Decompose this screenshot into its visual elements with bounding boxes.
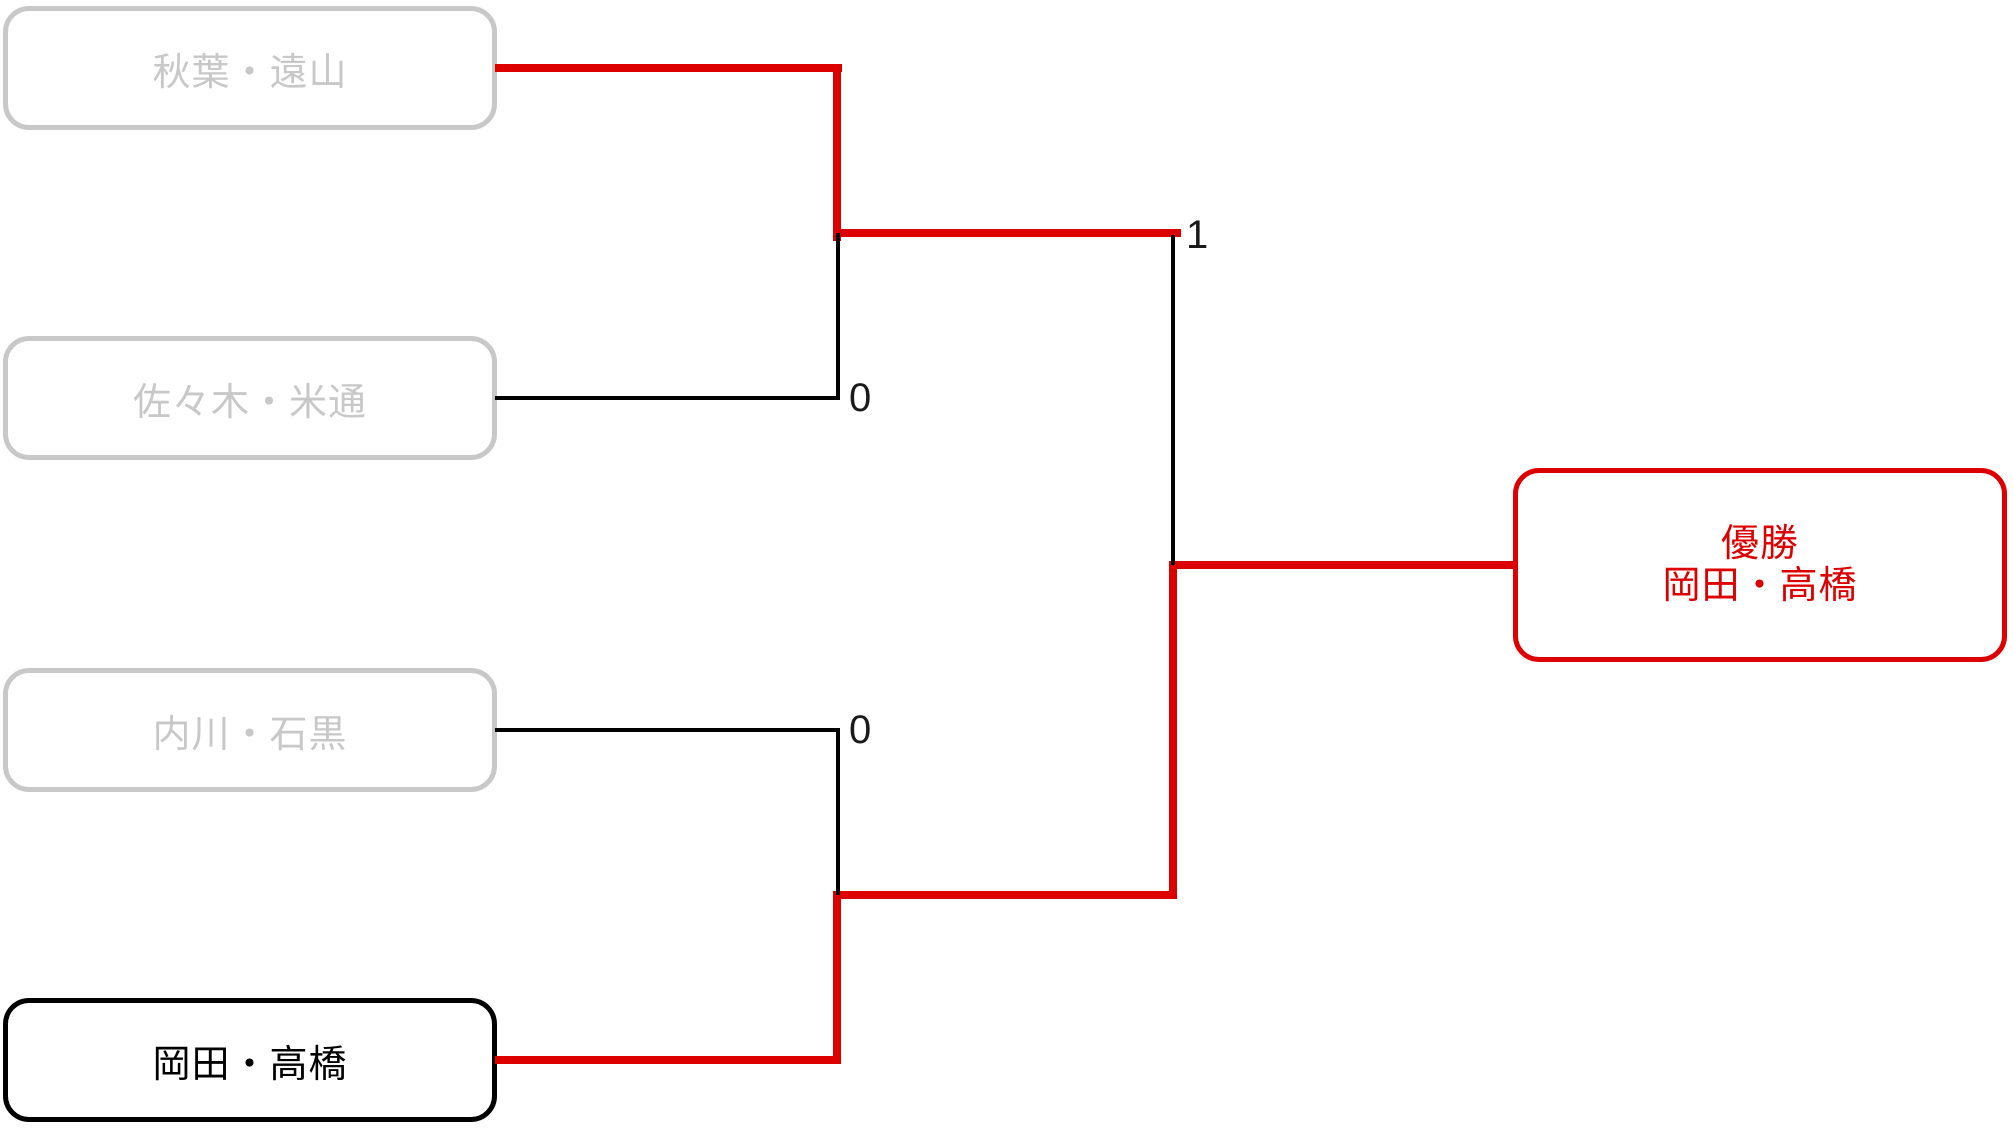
team-box-sasaki-yonemichi[interactable]: 佐々木・米通 — [3, 336, 497, 460]
connector-semi1-winner-drop-line — [833, 64, 841, 241]
champion-box[interactable]: 優勝 岡田・高橋 — [1513, 468, 2007, 662]
score-semifinal1-bottom: 0 — [849, 376, 872, 420]
connector-final-loser-drop-line — [1171, 235, 1175, 565]
team-box-akiba-toyama[interactable]: 秋葉・遠山 — [3, 6, 497, 130]
team-name: 佐々木・米通 — [132, 381, 367, 424]
connector-final-winner-rise-line — [1169, 561, 1177, 899]
team-name: 秋葉・遠山 — [152, 51, 348, 94]
connector-semi2-bottom-out-line — [495, 1056, 841, 1064]
score-final-top: 1 — [1186, 213, 1209, 257]
connector-semi1-loser-rise-line — [836, 233, 840, 400]
team-box-uchikawa-ishiguro[interactable]: 内川・石黒 — [3, 668, 497, 792]
connector-semi1-top-out-line — [495, 64, 842, 72]
connector-champion-line — [1169, 561, 1517, 569]
connector-semi1-bottom-out-line — [495, 396, 840, 400]
connector-semi2-loser-drop-line — [836, 730, 840, 895]
connector-semi1-winner-out-line — [833, 229, 1181, 237]
connector-semi2-winner-out-line — [833, 891, 1177, 899]
team-name: 内川・石黒 — [152, 713, 348, 756]
connector-semi2-winner-rise-line — [833, 891, 841, 1064]
team-name: 岡田・高橋 — [152, 1043, 348, 1086]
champion-label: 優勝 — [1720, 523, 1799, 565]
score-semifinal2-top: 0 — [849, 708, 872, 752]
champion-name: 岡田・高橋 — [1662, 565, 1858, 607]
connector-semi2-top-out-line — [495, 728, 840, 732]
team-box-okada-takahashi[interactable]: 岡田・高橋 — [3, 998, 497, 1122]
